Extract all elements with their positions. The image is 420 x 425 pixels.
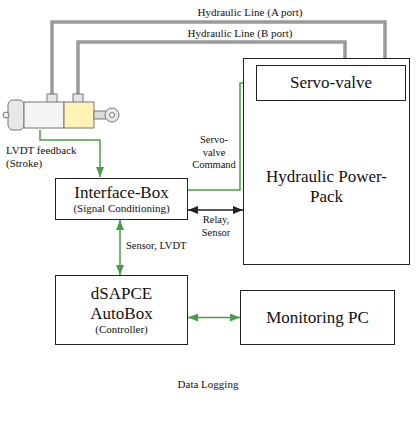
box-subtitle: (Controller) [95,323,148,336]
edge-label: Sensor, LVDT [126,240,188,253]
line-label: Hydraulic Line (A port) [150,6,350,19]
interface-box: Interface-Box(Signal Conditioning) [55,178,188,220]
signal-label: Data Logging [168,378,248,391]
edge-label: Servo-valve Command [192,134,236,172]
box-subtitle: (Signal Conditioning) [73,202,169,215]
line-label: Hydraulic Line (B port) [140,27,340,40]
signal-arrow [188,209,243,211]
hydraulic-cylinder [3,94,119,130]
monitoring-pc-box: Monitoring PC [240,290,395,345]
box-title: Monitoring PC [266,308,369,328]
box-title: Interface-Box [74,183,168,203]
controller-box: dSAPCE AutoBox(Controller) [55,275,188,345]
power-pack-box: Hydraulic Power-Pack Servo-valve [243,58,410,265]
edge-label: Relay, Sensor [193,214,239,239]
box-title: dSAPCE AutoBox [74,284,169,323]
signal-label: LVDT feedback (Stroke) [6,144,86,170]
servo-valve-box: Servo-valve [256,65,406,101]
box-title: Hydraulic Power-Pack [252,167,401,206]
signal-arrow [188,317,240,319]
signal-arrow [119,220,121,275]
box-title: Servo-valve [290,73,372,93]
